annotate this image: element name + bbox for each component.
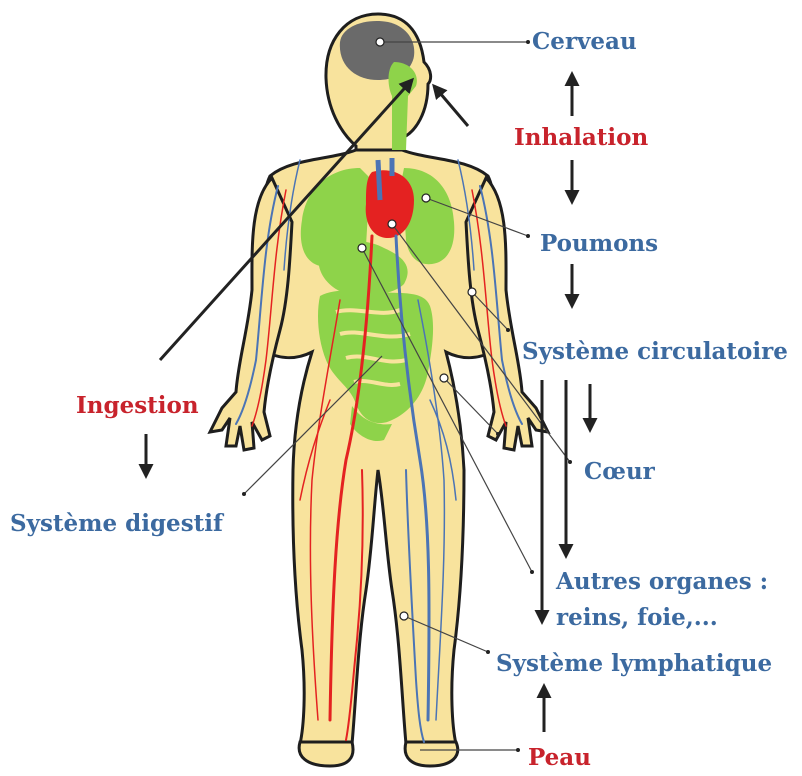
label-lymphatic: Système lymphatique [496, 650, 772, 678]
dot-lymph [400, 612, 408, 620]
dot-lungs [422, 194, 430, 202]
label-inhalation: Inhalation [514, 124, 648, 152]
left-arm [210, 178, 292, 450]
label-circulatory: Système circulatoire [522, 338, 788, 366]
dot-vessel-hip [440, 374, 448, 382]
dot-brain [376, 38, 384, 46]
label-skin: Peau [528, 744, 591, 772]
label-other-organs-line2: reins, foie,... [556, 604, 718, 632]
right-foot [405, 742, 458, 766]
label-ingestion: Ingestion [76, 392, 199, 420]
dot-liver [358, 244, 366, 252]
label-other-organs-line1: Autres organes : [556, 568, 768, 596]
label-brain: Cerveau [532, 28, 637, 56]
label-lungs: Poumons [540, 230, 658, 258]
label-heart: Cœur [584, 458, 655, 486]
right-arm [466, 178, 548, 450]
left-foot [299, 742, 353, 766]
dot-vessel-arm [468, 288, 476, 296]
arrow-to-mouth [434, 86, 468, 126]
dot-heart [388, 220, 396, 228]
torso-and-legs [262, 150, 496, 752]
label-digestive: Système digestif [10, 510, 223, 538]
